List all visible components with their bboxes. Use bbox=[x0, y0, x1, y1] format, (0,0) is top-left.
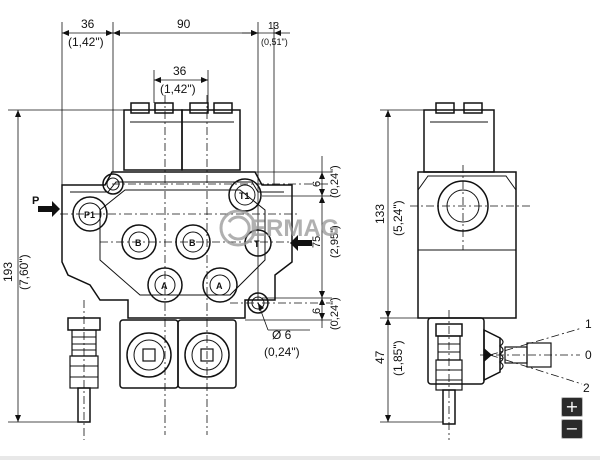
side-dimensions bbox=[380, 109, 443, 423]
zoom-out-button[interactable]: − bbox=[561, 419, 583, 439]
dim-right-bot-in: (0,24") bbox=[329, 297, 341, 330]
hole-diameter-in: (0,24") bbox=[264, 345, 300, 359]
dim-height: 193 bbox=[1, 262, 15, 282]
dim-top-left-in: (1,42") bbox=[68, 35, 104, 49]
side-body bbox=[417, 171, 517, 319]
dim-right-top-in: (0,24") bbox=[329, 165, 341, 198]
dim-top-mid: 90 bbox=[177, 17, 191, 31]
side-centre-lines bbox=[410, 165, 583, 440]
port-label-p1: P1 bbox=[84, 210, 95, 220]
side-view bbox=[417, 102, 552, 425]
front-cap-left bbox=[123, 109, 183, 171]
zoom-controls: + − bbox=[561, 397, 583, 439]
dim-inner-in: (1,42") bbox=[160, 82, 196, 96]
watermark-text: ERMAG bbox=[250, 215, 339, 242]
port-label-a: A bbox=[216, 281, 223, 291]
lever-position-1: 1 bbox=[585, 317, 592, 331]
ermag-watermark: ERMAG bbox=[219, 209, 339, 247]
side-labels: 133 (5,24") 47 (1,85") 1 0 2 bbox=[373, 200, 592, 395]
port-a-2 bbox=[202, 267, 238, 303]
watermark-logo-icon bbox=[219, 209, 257, 247]
side-boot bbox=[483, 328, 501, 382]
valve-body bbox=[61, 171, 293, 319]
dim-height-in: (7,60") bbox=[17, 254, 31, 290]
side-dim-lower: 47 bbox=[373, 350, 387, 364]
front-view bbox=[61, 102, 293, 423]
dim-top-right-in: (0,51") bbox=[261, 37, 288, 47]
side-dim-lower-in: (1,85") bbox=[391, 340, 405, 376]
flow-arrows bbox=[38, 201, 312, 251]
port-label-a: A bbox=[161, 281, 168, 291]
dim-inner: 36 bbox=[173, 64, 187, 78]
side-dim-height-in: (5,24") bbox=[391, 200, 405, 236]
port-label-p: P bbox=[32, 195, 39, 207]
cap-tab bbox=[130, 102, 150, 114]
cap-tab bbox=[154, 102, 174, 114]
spool-housing-left bbox=[119, 319, 179, 389]
pressure-arrow-icon bbox=[38, 201, 60, 217]
side-cap bbox=[423, 109, 495, 173]
spool-cap-left bbox=[126, 332, 172, 378]
port-label-t: T bbox=[254, 239, 260, 249]
dim-right-mid: 75 bbox=[311, 236, 323, 248]
cap-tab bbox=[189, 102, 209, 114]
dim-top-left: 36 bbox=[81, 17, 95, 31]
port-label-t1: T1 bbox=[239, 191, 250, 201]
side-dim-height: 133 bbox=[373, 204, 387, 224]
tank-arrow-icon bbox=[290, 235, 312, 251]
hole-diameter: Ø 6 bbox=[272, 328, 292, 342]
lever-position-2: 2 bbox=[583, 381, 590, 395]
zoom-in-button[interactable]: + bbox=[561, 397, 583, 417]
front-dimensions bbox=[8, 22, 332, 423]
front-cap-right bbox=[181, 109, 241, 171]
dim-top-right: 13 bbox=[268, 21, 280, 32]
cap-tab bbox=[213, 102, 233, 114]
front-labels: 36 (1,42") 90 13 (0,51") 36 (1,42") 193 … bbox=[1, 17, 341, 359]
port-label-b: B bbox=[189, 238, 196, 248]
dim-right-top: 6 bbox=[311, 181, 323, 187]
port-label-b: B bbox=[135, 238, 142, 248]
bottom-divider bbox=[0, 456, 600, 460]
lever-position-0: 0 bbox=[585, 348, 592, 362]
dim-right-mid-in: (2,95") bbox=[329, 225, 341, 258]
front-centre-lines bbox=[60, 95, 330, 440]
dim-right-bot: 6 bbox=[311, 308, 323, 314]
spool-cap-right bbox=[184, 332, 230, 378]
